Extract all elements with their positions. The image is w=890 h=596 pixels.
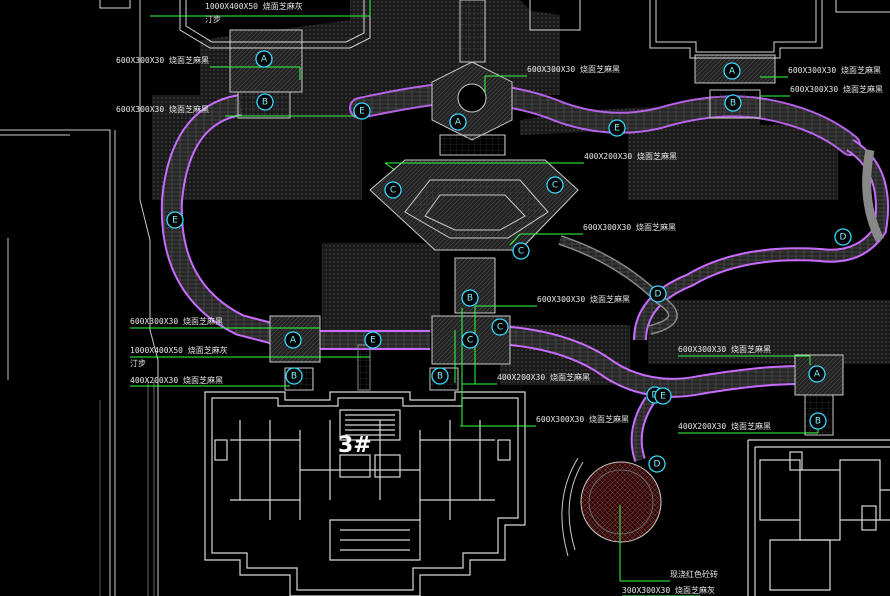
section-marker-letter: C — [552, 181, 558, 191]
section-marker-circle — [512, 242, 530, 260]
leader-lines — [130, 0, 819, 596]
material-label: 600X300X30 烧面芝麻黑 — [527, 64, 620, 74]
section-marker-letter: B — [815, 417, 821, 427]
material-label: 600X300X30 烧面芝麻黑 — [537, 294, 630, 304]
section-marker-circle — [654, 387, 672, 405]
section-marker-circle — [166, 211, 184, 229]
material-label: 400X200X30 烧面芝麻黑 — [130, 375, 223, 385]
section-marker-letter: B — [467, 294, 473, 304]
section-marker-letter: B — [291, 372, 297, 382]
section-marker-letter: D — [654, 460, 661, 470]
section-marker-circle — [353, 102, 371, 120]
top-buildings — [99, 0, 890, 59]
material-label: 600X300X30 烧面芝麻黑 — [130, 316, 223, 326]
section-marker-circle — [256, 93, 274, 111]
material-label: 600X300X30 烧面芝麻黑 — [583, 222, 676, 232]
section-marker-circle — [461, 331, 479, 349]
section-marker-letter: B — [262, 98, 268, 108]
left-boundary — [0, 0, 159, 596]
material-label: 400X200X30 烧面芝麻黑 — [678, 421, 771, 431]
central-plaza — [229, 0, 844, 436]
section-marker-letter: B — [437, 372, 443, 382]
section-marker-letter: D — [655, 290, 662, 300]
section-marker-letter: C — [390, 186, 396, 196]
material-label: 400X200X30 烧面芝麻黑 — [584, 151, 677, 161]
section-marker-circle — [809, 412, 827, 430]
section-marker-letter: A — [290, 336, 297, 346]
section-marker-circle — [285, 367, 303, 385]
material-label: 1000X400X50 烧面芝麻灰 — [130, 345, 228, 355]
material-sublabel: 汀步 — [130, 359, 146, 368]
section-marker-circle — [491, 318, 509, 336]
building-bottom-right — [747, 439, 890, 596]
section-marker-letter: A — [261, 55, 268, 65]
section-marker-circle — [808, 365, 826, 383]
section-marker-circle — [255, 50, 273, 68]
section-marker-letter: D — [840, 233, 847, 243]
section-marker-letter: E — [359, 107, 365, 117]
section-marker-letter: C — [497, 323, 503, 333]
leader-line — [509, 233, 521, 246]
section-marker-circle — [431, 367, 449, 385]
material-sublabel: 汀步 — [205, 15, 221, 24]
section-marker-circle — [284, 331, 302, 349]
material-label: 现浇红色砼砖 — [670, 569, 718, 579]
section-markers: AAAAABBBBBBCCCCCDDDDEEEEE — [166, 50, 852, 473]
section-marker-letter: E — [660, 392, 666, 402]
section-marker-letter: C — [518, 247, 524, 257]
building-3 — [204, 391, 526, 596]
material-label: 600X300X30 烧面芝麻黑 — [116, 104, 209, 114]
section-marker-letter: E — [172, 216, 178, 226]
section-marker-letter: A — [455, 118, 462, 128]
section-marker-circle — [608, 119, 626, 137]
section-marker-circle — [648, 455, 666, 473]
material-label: 600X300X30 烧面芝麻黑 — [116, 55, 209, 65]
material-label: 600X300X30 烧面芝麻黑 — [536, 414, 629, 424]
building-number: 3# — [338, 433, 372, 458]
material-label: 300X300X30 烧面芝麻灰 — [622, 585, 715, 595]
material-label: 600X300X30 烧面芝麻黑 — [788, 65, 881, 75]
section-marker-circle — [834, 228, 852, 246]
material-label: 600X300X30 烧面芝麻黑 — [678, 344, 771, 354]
material-label: 600X300X30 烧面芝麻黑 — [790, 84, 883, 94]
section-marker-letter: A — [814, 370, 821, 380]
section-marker-circle — [461, 289, 479, 307]
section-marker-circle — [724, 94, 742, 112]
section-marker-letter: E — [370, 336, 376, 346]
section-marker-circle — [449, 113, 467, 131]
leader-line — [384, 162, 396, 171]
section-marker-letter: E — [614, 124, 620, 134]
material-label: 400X200X30 烧面芝麻黑 — [497, 372, 590, 382]
section-marker-circle — [384, 181, 402, 199]
round-red-plaza — [561, 457, 662, 557]
section-marker-letter: A — [729, 67, 736, 77]
section-marker-letter: B — [730, 99, 736, 109]
material-label: 1000X400X50 烧面芝麻灰 — [205, 1, 303, 11]
section-marker-circle — [723, 62, 741, 80]
section-marker-circle — [546, 176, 564, 194]
section-marker-circle — [649, 285, 667, 303]
section-marker-letter: C — [467, 336, 473, 346]
section-marker-circle — [364, 331, 382, 349]
